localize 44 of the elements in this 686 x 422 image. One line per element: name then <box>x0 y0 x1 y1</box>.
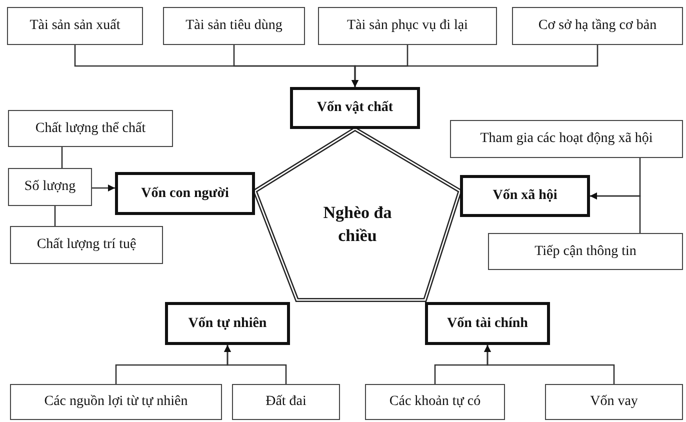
box-label: Chất lượng thể chất <box>35 120 146 136</box>
item-box <box>318 7 497 45</box>
box-label: Số lượng <box>24 179 76 195</box>
box-label: Các khoản tự có <box>389 394 481 410</box>
item-box <box>10 384 222 420</box>
item-box <box>7 7 143 45</box>
arrow <box>352 45 598 87</box>
box-label: Tham gia các hoạt động xã hội <box>480 131 653 147</box>
item-box <box>163 7 305 45</box>
connector-line <box>61 147 63 168</box>
item-box <box>232 384 340 420</box>
box-label: Tài sản phục vụ đi lại <box>347 18 468 34</box>
box-label: Tài sản sản xuất <box>30 18 120 34</box>
box-label: Các nguồn lợi từ tự nhiên <box>44 394 188 410</box>
item-box <box>450 120 683 158</box>
item-box <box>8 110 173 147</box>
capital-box <box>425 302 550 345</box>
item-box <box>512 7 683 45</box>
connector-line <box>54 206 56 226</box>
center-title: Nghèo đa chiều <box>322 202 392 247</box>
box-label: Chất lượng trí tuệ <box>36 237 136 253</box>
box-label: Đất đai <box>266 394 306 410</box>
item-box <box>8 168 92 206</box>
box-label: Cơ sở hạ tầng cơ bản <box>538 18 657 34</box>
capital-box <box>460 175 590 217</box>
box-label: Vốn vật chất <box>316 100 394 116</box>
item-box <box>365 384 505 420</box>
capital-box <box>115 172 255 215</box>
item-box <box>545 384 683 420</box>
box-label: Vốn xã hội <box>492 188 558 204</box>
capital-box <box>290 87 420 129</box>
arrow <box>92 184 115 192</box>
box-label: Vốn con người <box>141 186 229 202</box>
box-label: Vốn tự nhiên <box>188 316 267 332</box>
item-box <box>10 226 163 264</box>
arrow <box>484 345 615 384</box>
arrow <box>590 192 641 233</box>
box-label: Tài sản tiêu dùng <box>186 18 282 34</box>
box-label: Vốn tài chính <box>447 316 528 332</box>
item-box <box>488 233 683 270</box>
box-label: Tiếp cận thông tin <box>534 244 636 260</box>
capital-box <box>165 302 290 345</box>
box-label: Vốn vay <box>590 394 638 410</box>
arrow <box>224 345 287 384</box>
